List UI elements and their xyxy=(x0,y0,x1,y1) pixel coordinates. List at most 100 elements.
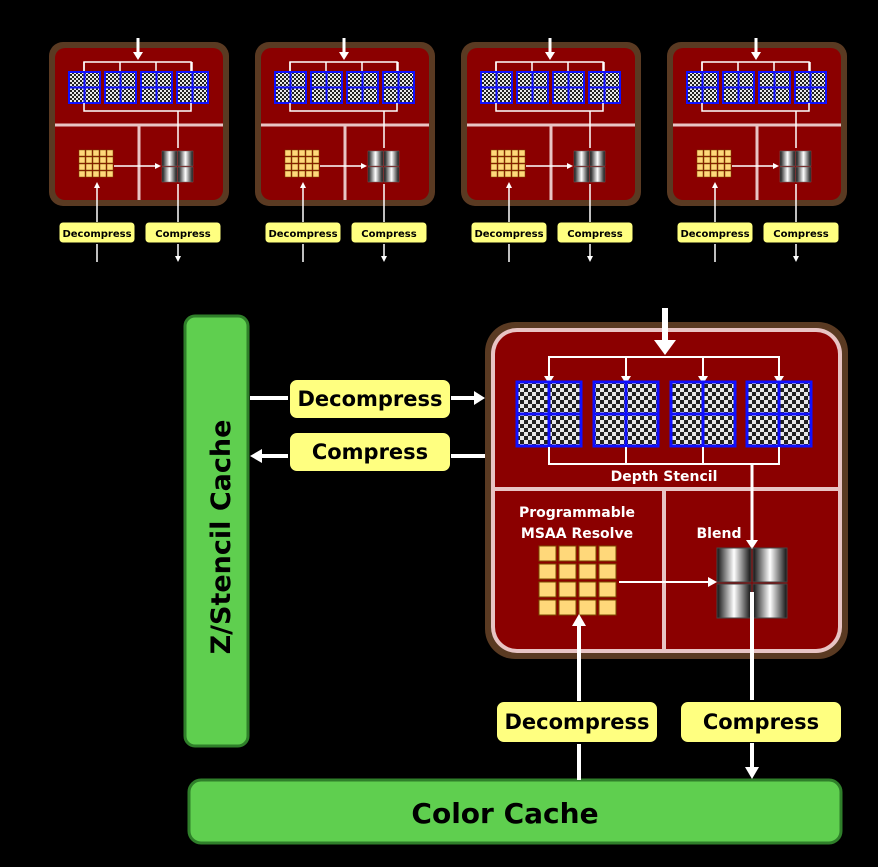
small-decompress-label: Decompress xyxy=(268,229,337,240)
msaa-cell xyxy=(490,149,498,157)
msaa-label-line1: Programmable xyxy=(519,505,635,521)
msaa-cell xyxy=(558,545,577,562)
msaa-cell xyxy=(106,170,114,178)
msaa-cell xyxy=(106,163,114,171)
msaa-label-line2: MSAA Resolve xyxy=(521,526,633,542)
msaa-cell xyxy=(538,599,557,616)
small-units: Decompress Compress Decompress Compress Deco… xyxy=(49,38,847,262)
msaa-cell xyxy=(298,149,306,157)
msaa-cell xyxy=(291,156,299,164)
depth-tile-block xyxy=(176,71,209,104)
msaa-cell xyxy=(578,581,597,598)
large-render-backend: Depth Stencil Programmable MSAA Resolve … xyxy=(485,308,848,659)
msaa-cell xyxy=(518,170,526,178)
blend-cell xyxy=(752,583,788,619)
msaa-cell xyxy=(92,163,100,171)
small-compress-label: Compress xyxy=(773,229,828,240)
msaa-cell xyxy=(518,163,526,171)
msaa-cell xyxy=(558,563,577,580)
msaa-cell xyxy=(703,163,711,171)
blend-cell xyxy=(716,583,752,619)
msaa-cell xyxy=(504,163,512,171)
depth-tile-block xyxy=(516,71,549,104)
msaa-cell xyxy=(696,163,704,171)
msaa-cell xyxy=(710,149,718,157)
depth-tile-block xyxy=(686,71,719,104)
msaa-cell xyxy=(312,170,320,178)
msaa-cell xyxy=(558,599,577,616)
msaa-cell xyxy=(284,156,292,164)
blend-cell xyxy=(752,547,788,583)
msaa-cell xyxy=(99,156,107,164)
blend-block xyxy=(573,150,606,183)
depth-tile-block xyxy=(140,71,173,104)
msaa-cell xyxy=(305,156,313,164)
msaa-cell xyxy=(99,170,107,178)
msaa-cell xyxy=(710,170,718,178)
msaa-cell xyxy=(497,170,505,178)
msaa-cell xyxy=(85,156,93,164)
msaa-cell xyxy=(298,163,306,171)
blend-block xyxy=(716,547,788,619)
msaa-cell xyxy=(703,156,711,164)
msaa-cell xyxy=(305,163,313,171)
msaa-cell xyxy=(598,581,617,598)
msaa-cell xyxy=(85,149,93,157)
msaa-cell xyxy=(92,149,100,157)
z-stencil-cache: Z/Stencil Cache xyxy=(183,314,250,748)
msaa-cell xyxy=(106,149,114,157)
depth-tile-block xyxy=(480,71,513,104)
color-compression-path: Decompress Compress xyxy=(495,592,843,780)
depth-tile-block xyxy=(346,71,379,104)
small-compress-box xyxy=(556,221,634,244)
small-decompress-label: Decompress xyxy=(62,229,131,240)
msaa-cell xyxy=(558,581,577,598)
blend-block xyxy=(161,150,194,183)
small-compress-box xyxy=(762,221,840,244)
depth-tile-block xyxy=(515,380,583,448)
msaa-cell xyxy=(724,163,732,171)
blend-cell xyxy=(716,547,752,583)
depth-stencil-tiles xyxy=(515,380,813,448)
color-decompress-label: Decompress xyxy=(504,710,649,734)
depth-tile-block xyxy=(310,71,343,104)
msaa-cell xyxy=(106,156,114,164)
color-cache: Color Cache xyxy=(187,778,843,845)
msaa-cell xyxy=(312,149,320,157)
z-decompress-label: Decompress xyxy=(297,387,442,411)
depth-tile-block xyxy=(68,71,101,104)
msaa-cell xyxy=(578,545,597,562)
msaa-cell xyxy=(305,149,313,157)
msaa-cell xyxy=(724,149,732,157)
msaa-cell xyxy=(490,170,498,178)
msaa-cell xyxy=(298,156,306,164)
blend-block xyxy=(367,150,400,183)
msaa-cell xyxy=(78,156,86,164)
msaa-cell xyxy=(710,163,718,171)
msaa-resolve-grid xyxy=(538,545,617,616)
msaa-cell xyxy=(703,149,711,157)
color-cache-label: Color Cache xyxy=(411,797,598,830)
depth-tile-block xyxy=(669,380,737,448)
z-compress-label: Compress xyxy=(312,440,428,464)
msaa-cell xyxy=(578,563,597,580)
msaa-cell xyxy=(538,545,557,562)
blend-label: Blend xyxy=(697,526,742,542)
small-render-backend: Decompress Compress xyxy=(667,38,847,262)
msaa-cell xyxy=(578,599,597,616)
depth-tile-block xyxy=(382,71,415,104)
msaa-cell xyxy=(78,149,86,157)
msaa-cell xyxy=(518,156,526,164)
small-decompress-label: Decompress xyxy=(680,229,749,240)
msaa-cell xyxy=(504,156,512,164)
msaa-cell xyxy=(598,599,617,616)
msaa-cell xyxy=(504,170,512,178)
msaa-cell xyxy=(291,149,299,157)
msaa-cell xyxy=(511,156,519,164)
depth-tile-block xyxy=(104,71,137,104)
msaa-cell xyxy=(497,156,505,164)
small-compress-label: Compress xyxy=(567,229,622,240)
